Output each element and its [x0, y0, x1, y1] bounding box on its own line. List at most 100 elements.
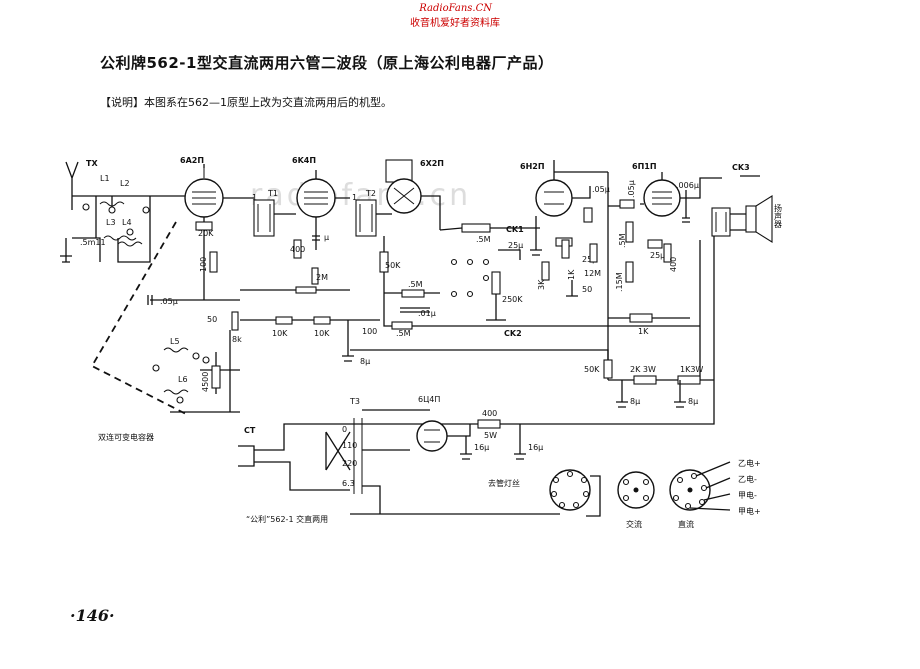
tap-110: 110	[342, 441, 357, 450]
r-20k-label: 20K	[198, 229, 214, 238]
speaker-label: 扬声器	[774, 203, 783, 229]
tube-label-5: 6Π1Π	[632, 162, 657, 171]
c-05u-label: .05μ	[160, 297, 178, 306]
c-8u-b-label: 8μ	[630, 397, 640, 406]
c-100-label: 100	[199, 257, 208, 272]
wire-a-minus: 甲电-	[738, 490, 757, 500]
r-50k-b-label: 50K	[584, 365, 600, 374]
r-10k-a-label: 10K	[272, 329, 288, 338]
tap-220: 220	[342, 459, 357, 468]
coil-label-l4: L4	[122, 218, 132, 227]
r-05m-label: .5M	[476, 235, 491, 244]
c-16u-a-label: 16μ	[474, 443, 489, 452]
r-5m-b-label: .5M	[396, 329, 411, 338]
socket-dc-label: 直流	[678, 519, 694, 529]
socket-dc: 直流 乙电+ 乙电- 甲电- 甲电+	[669, 458, 761, 529]
r-2m-label: 2M	[316, 273, 328, 282]
r-400-label: 400	[290, 245, 305, 254]
t1-ratio: 1	[252, 193, 257, 202]
r-400-b-label: 400	[669, 257, 678, 272]
r-50k-label: 50K	[385, 261, 401, 270]
tube-label-4: 6Н2Π	[520, 162, 545, 171]
c-05u-c-label: .05μ	[627, 180, 636, 198]
t1-label: T1	[267, 189, 278, 198]
t2-label: T2	[365, 189, 376, 198]
c-50-label: 50	[207, 315, 217, 324]
power-transformer-t3: T3 0 110 220 6.3	[325, 397, 560, 515]
c-100b-label: 100	[362, 327, 377, 336]
t3-label: T3	[349, 397, 360, 406]
tube-label-3: 6X2Π	[420, 159, 444, 168]
c-8u-c-label: 8μ	[688, 397, 698, 406]
c-16u-b-label: 16μ	[528, 443, 543, 452]
oscillator-coils: L5 L6 4500	[152, 330, 240, 413]
watermark-site: RadioFans.CN	[419, 3, 492, 14]
note-text: 【说明】本图系在562—1原型上改为交直流两用后的机型。	[100, 96, 392, 109]
tube-label-1: 6A2Π	[180, 156, 204, 165]
socket-ac-label: 交流	[626, 519, 642, 529]
r-5m-c-label: .5M	[618, 233, 627, 248]
r-12m-label: 12M	[584, 269, 601, 278]
tube-label-6: 6Ц4Π	[418, 395, 440, 404]
wire-a-plus: 甲电+	[738, 506, 761, 516]
c-8u-a-label: 8μ	[360, 357, 370, 366]
ck1-label: CK1	[506, 225, 524, 234]
wire-b-minus: 乙电-	[738, 474, 757, 484]
r-250k-label: 250K	[502, 295, 523, 304]
if-transformer-t2: 1 T2	[352, 189, 392, 237]
rectifier-6c4p: 6Ц4Π	[416, 395, 471, 452]
ck2-label: CK2	[504, 329, 522, 338]
tap-63: 6.3	[342, 479, 355, 488]
coil-label-l5: L5	[170, 337, 180, 346]
tap-0: 0	[342, 425, 347, 434]
antenna: TX	[65, 159, 98, 210]
c-05u-b-label: .05μ	[592, 185, 610, 194]
r-2k3w-label: 2K 3W	[630, 365, 656, 374]
socket-ac: 交流	[617, 471, 655, 529]
r-3k-label: 3K	[537, 279, 546, 290]
tube-6a2p: 6A2Π	[180, 156, 240, 300]
c-01u-label: .01μ	[418, 309, 436, 318]
coil-label-l6: L6	[178, 375, 188, 384]
r-5m-a-label: .5M	[408, 280, 423, 289]
r-15m-label: .15M	[615, 272, 624, 292]
variable-cap-label: 双连可变电容器	[98, 432, 154, 442]
c-if-label: μ	[324, 233, 329, 242]
model-label: “公利”562-1 交直两用	[246, 514, 328, 524]
coil-label-l1: L1	[100, 174, 110, 183]
wire-b-plus: 乙电+	[738, 458, 761, 468]
c-25u-c-label: 25μ	[650, 251, 665, 260]
coil-label-l3: L3	[106, 218, 116, 227]
tube-6k4p: 6K4Π	[292, 156, 350, 250]
tube-socket: 去管灯丝	[488, 469, 601, 517]
r-1k-b-label: 1K	[638, 327, 649, 336]
tube-6p1p: 6Π1Π	[632, 162, 722, 217]
c-25u-a-label: 25μ	[508, 241, 523, 250]
filament-label: 去管灯丝	[488, 478, 520, 488]
coil-label-l2: L2	[120, 179, 130, 188]
input-coil-l1-l2: L1 L2 L3 L4 .5m11	[60, 174, 186, 263]
output-transformer-speaker: CK3 扬声器	[711, 163, 783, 243]
r-1k-label: 1K	[567, 269, 576, 280]
r-8k-label: 8k	[232, 335, 242, 344]
tube-label-2: 6K4Π	[292, 156, 316, 165]
c-006u-label: .006μ	[676, 181, 699, 190]
r-5w-label: 5W	[484, 431, 497, 440]
r-10k-b-label: 10K	[314, 329, 330, 338]
antenna-label: TX	[86, 159, 98, 168]
t2-ratio: 1	[352, 193, 357, 202]
if-transformer-t1: 1 T1	[240, 189, 296, 237]
c-4500-label: 4500	[201, 372, 210, 392]
watermark-text: 收音机爱好者资料库	[410, 18, 500, 29]
tube-6n2p: 6Н2Π	[520, 160, 608, 217]
page-title: 公利牌562-1型交直流两用六管二波段（原上海公利电器厂产品）	[100, 54, 554, 72]
r-1k3w-label: 1K3W	[680, 365, 703, 374]
r-50-label: 50	[582, 285, 592, 294]
ck3-label: CK3	[732, 163, 750, 172]
r-400-c-label: 400	[482, 409, 497, 418]
power-plug-label: CT	[244, 426, 256, 435]
page-number: ·146·	[70, 606, 115, 625]
antenna-cap-label: .5m11	[80, 238, 106, 247]
tube-6x2p: 6X2Π	[385, 159, 444, 230]
